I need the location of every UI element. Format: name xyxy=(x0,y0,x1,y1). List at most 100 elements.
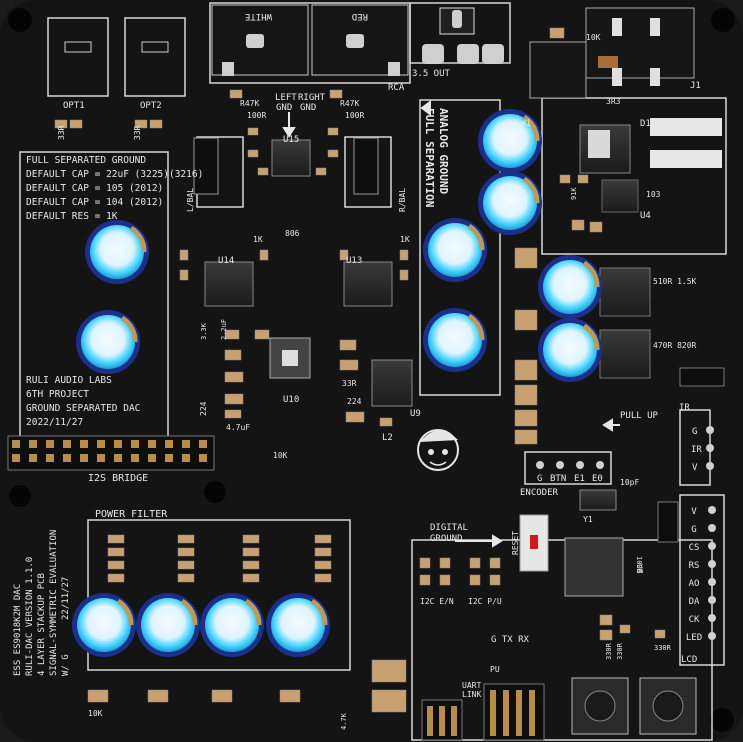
header-pin xyxy=(503,690,509,736)
smd-pad xyxy=(224,329,240,340)
smd-pad xyxy=(399,249,409,261)
header-pin xyxy=(46,454,54,462)
smd-pad xyxy=(514,384,538,406)
smd-pad xyxy=(314,534,332,544)
side-line-5: 22/11/27 xyxy=(61,577,71,620)
smd-pad xyxy=(224,349,242,361)
label-opt1: OPT1 xyxy=(63,101,85,111)
label-encoder: ENCODER xyxy=(520,488,559,498)
electrolytic-capacitor xyxy=(538,255,602,319)
label-sw1: SW1 xyxy=(515,119,531,129)
smd-pad xyxy=(242,560,260,570)
smd-pad xyxy=(224,393,244,405)
smd-pad xyxy=(87,689,109,703)
mount-hole-tr xyxy=(711,8,735,32)
label-10k-bottom: 10K xyxy=(88,709,103,718)
header-pin xyxy=(29,454,37,462)
label-u13: U13 xyxy=(346,256,362,266)
label-digital-ground: GROUND xyxy=(430,534,463,544)
lcd-header-pin xyxy=(708,524,716,532)
header-pin xyxy=(80,454,88,462)
smd-pad xyxy=(54,119,68,129)
lcd-pin-labels: V G CS RS AO DA CK LED xyxy=(686,507,702,643)
header-pin xyxy=(97,454,105,462)
smd-pad xyxy=(514,309,538,331)
electrolytic-capacitor xyxy=(200,593,264,657)
info-line-9: GROUND SEPARATED DAC xyxy=(26,403,140,414)
info-line-4: DEFAULT RES = 1K xyxy=(26,211,118,222)
smd-pad xyxy=(69,119,83,129)
header-pin xyxy=(199,454,207,462)
electrolytic-capacitor xyxy=(136,593,200,657)
lcd-pin-g: G xyxy=(691,525,696,535)
header-pin xyxy=(114,454,122,462)
smd-pad xyxy=(571,219,585,231)
header-pin xyxy=(131,454,139,462)
label-lcd: LCD xyxy=(681,655,697,665)
smd-pad xyxy=(399,269,409,281)
smd-pad xyxy=(107,534,125,544)
electrolytic-capacitor xyxy=(538,318,602,382)
label-10k-mid: 10K xyxy=(273,451,288,460)
label-100r-u8: 100R xyxy=(635,556,643,574)
label-i2c-en: I2C E/N xyxy=(420,597,454,606)
label-r47k-b: R47K xyxy=(340,99,359,108)
label-g-tx-rx: G TX RX xyxy=(491,635,530,645)
label-l2: L2 xyxy=(382,433,393,443)
smd-pad xyxy=(177,560,195,570)
smd-pad xyxy=(177,573,195,583)
lcd-pin-ao: AO xyxy=(689,579,700,589)
ir-header-pin xyxy=(706,444,714,452)
smd-pad xyxy=(107,547,125,557)
enc-pin-g: G xyxy=(537,474,542,484)
label-power-filter: POWER FILTER xyxy=(95,509,168,520)
lcd-header-pin xyxy=(708,578,716,586)
smd-pad xyxy=(314,560,332,570)
header-pin xyxy=(165,454,173,462)
header-pins xyxy=(12,426,716,736)
label-1k-a: 1K xyxy=(253,235,263,244)
label-j1: J1 xyxy=(690,81,701,91)
info-line-7: RULI AUDIO LABS xyxy=(26,375,112,386)
electrolytic-capacitors xyxy=(72,109,602,657)
mount-hole-mc xyxy=(204,481,226,503)
header-pin xyxy=(529,690,535,736)
header-pin xyxy=(46,440,54,448)
header-pin xyxy=(131,440,139,448)
side-line-4: W/ G xyxy=(61,654,71,676)
electrolytic-capacitor xyxy=(266,593,330,657)
optical-receivers xyxy=(64,41,169,53)
encoder-pin xyxy=(536,461,544,469)
audio-jack-3-5mm xyxy=(422,7,504,64)
header-pin xyxy=(80,440,88,448)
lcd-pin-ck: CK xyxy=(689,615,700,625)
label-full-separation: FULL SEPARATION xyxy=(423,108,436,207)
electrolytic-capacitor xyxy=(423,218,487,282)
smd-pad xyxy=(339,249,349,261)
label-33r: 33R xyxy=(342,379,357,388)
label-10k-top: 10K xyxy=(586,33,601,42)
label-link: LINK xyxy=(462,690,481,699)
label-analog-ground: ANALOG GROUND xyxy=(437,108,450,194)
encoder-pin xyxy=(596,461,604,469)
label-4-7uf: 4.7uF xyxy=(226,423,250,432)
smd-pad xyxy=(329,89,343,99)
header-pin xyxy=(182,440,190,448)
label-u10: U10 xyxy=(283,395,299,405)
info-line-10: 2022/11/27 xyxy=(26,417,83,428)
smd-pad xyxy=(242,573,260,583)
smd-pad xyxy=(439,574,451,586)
label-806: 806 xyxy=(285,229,300,238)
ir-pin-v: V xyxy=(692,463,698,473)
smd-pad xyxy=(179,269,189,281)
label-470r: 470R 820R xyxy=(653,341,697,350)
smd-pad xyxy=(314,573,332,583)
smd-pad xyxy=(514,359,538,381)
lcd-header-pin xyxy=(708,614,716,622)
smd-pad xyxy=(211,689,233,703)
header-pin xyxy=(427,706,433,736)
header-pin xyxy=(12,440,20,448)
label-uart: UART xyxy=(462,681,481,690)
label-10pf: 10pF xyxy=(620,478,639,487)
